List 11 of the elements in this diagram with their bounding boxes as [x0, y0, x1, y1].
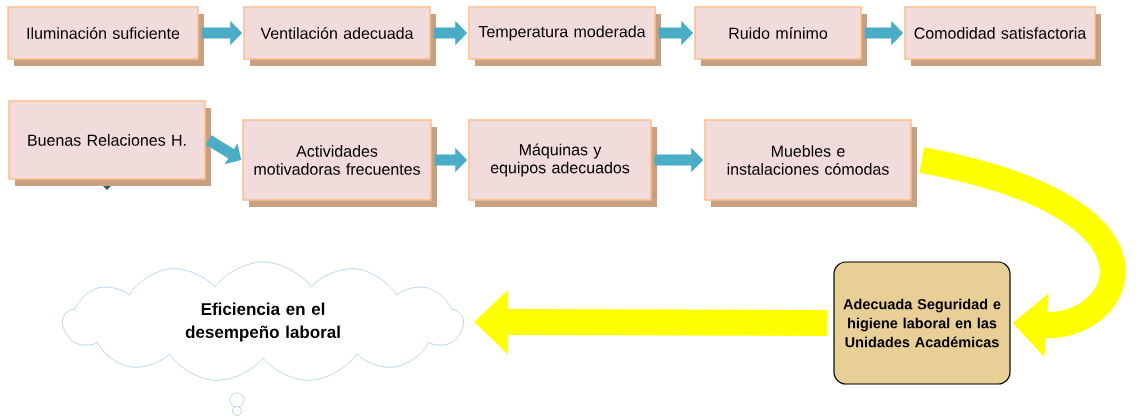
process-box: Ruido mínimo: [694, 6, 867, 66]
process-box: Ventilación adecuada: [243, 6, 436, 66]
process-box: Comodidad satisfactoria: [904, 6, 1101, 66]
thought-cloud: Eficiencia en el desempeño laboral: [62, 261, 464, 381]
process-box: Muebles e instalaciones cómodas: [704, 119, 917, 207]
process-box: Actividades motivadoras frecuentes: [242, 119, 437, 207]
process-box: Máquinas y equipos adecuados: [468, 119, 657, 207]
process-box: Temperatura moderada: [468, 6, 661, 66]
curved-arrow: [918, 147, 1125, 358]
result-box: Adecuada Seguridad e higiene laboral en las Unidades Académicas: [833, 261, 1011, 385]
process-box: Iluminación suficiente: [7, 6, 204, 66]
